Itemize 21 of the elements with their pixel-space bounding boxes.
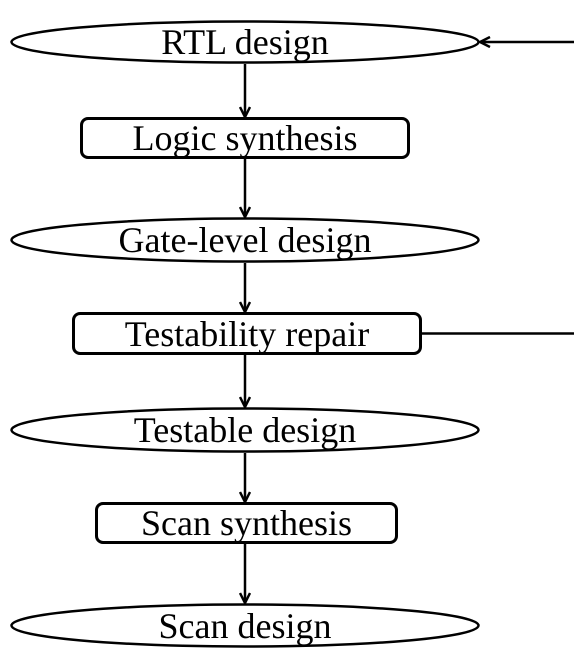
- arrow: [478, 36, 574, 48]
- arrow: [238, 263, 252, 314]
- node-label: Scan synthesis: [141, 505, 352, 541]
- arrow: [238, 159, 252, 218]
- state-ellipse: [10, 603, 480, 648]
- process-box: [80, 117, 410, 159]
- arrow: [238, 355, 252, 408]
- arrow: [238, 64, 252, 118]
- process-box: [95, 502, 398, 544]
- node-label: Testability repair: [124, 316, 370, 352]
- state-ellipse: [10, 217, 480, 263]
- node-label: Gate-level design: [118, 222, 372, 258]
- node-label: RTL design: [161, 24, 329, 60]
- arrow: [238, 544, 252, 604]
- node-label: Logic synthesis: [132, 120, 358, 156]
- node-label: Testable design: [134, 412, 356, 448]
- state-ellipse: [10, 407, 480, 453]
- node-label: Scan design: [158, 608, 332, 644]
- state-ellipse: [10, 20, 480, 64]
- arrow: [238, 453, 252, 504]
- process-box: [72, 312, 422, 355]
